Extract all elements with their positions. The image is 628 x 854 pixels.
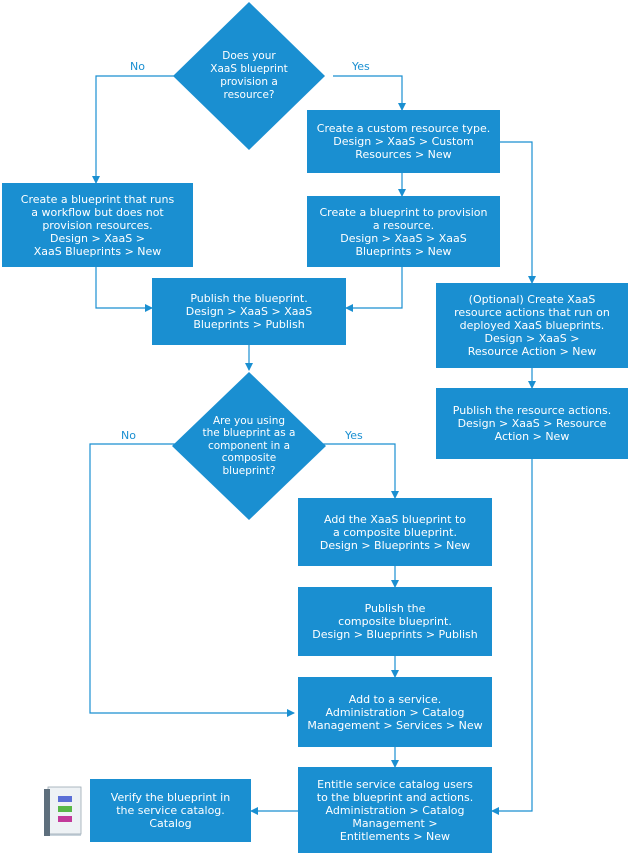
decision2-no-label: No: [121, 429, 136, 442]
resource-actions-box: (Optional) Create XaaS resource actions …: [436, 283, 628, 368]
decision1-no-label: No: [130, 60, 145, 73]
publish-composite-box: Publish the composite blueprint. Design …: [298, 587, 492, 656]
blueprint-workflow-box: Create a blueprint that runs a workflow …: [2, 183, 193, 267]
decision2-text: Are you using the blueprint as a compone…: [202, 414, 296, 477]
entitle-box: Entitle service catalog users to the blu…: [298, 767, 492, 853]
publish-actions-box: Publish the resource actions. Design > X…: [436, 388, 628, 459]
edge-d2-yes: [323, 443, 399, 499]
decision1-yes-label: Yes: [352, 60, 370, 73]
custom-resource-box: Create a custom resource type. Design > …: [307, 110, 500, 173]
catalog-book-icon: [44, 786, 82, 836]
verify-box: Verify the blueprint in the service cata…: [90, 779, 251, 842]
decision1-diamond: [173, 2, 325, 150]
edge-provision-to-publish: [345, 267, 403, 312]
edge-d1-yes: [333, 75, 406, 111]
blueprint-provision-box: Create a blueprint to provision a resour…: [307, 196, 500, 267]
edge-publish-actions-to-entitle: [491, 459, 533, 815]
edge-d2-no: [89, 443, 295, 717]
publish-blueprint-box: Publish the blueprint. Design > XaaS > X…: [152, 278, 346, 345]
decision2-yes-label: Yes: [345, 429, 363, 442]
edge-custom-to-actions: [500, 141, 536, 284]
decision1-text: Does your XaaS blueprint provision a res…: [210, 50, 288, 101]
edge-workflow-to-publish: [95, 267, 153, 312]
add-service-box: Add to a service. Administration > Catal…: [298, 677, 492, 747]
decision2-diamond: [172, 372, 326, 520]
add-composite-box: Add the XaaS blueprint to a composite bl…: [298, 498, 492, 566]
edge-d1-no: [92, 75, 175, 184]
